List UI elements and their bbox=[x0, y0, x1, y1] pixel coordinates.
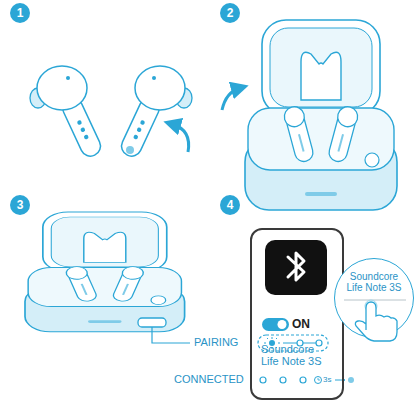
duration-label: 3s bbox=[323, 375, 331, 385]
list-divider bbox=[344, 300, 406, 301]
pairing-button bbox=[138, 318, 166, 327]
toggle-state: ON bbox=[292, 318, 322, 331]
callout-number: 1 bbox=[10, 3, 30, 23]
charging-case bbox=[25, 212, 185, 332]
status-label: CONNECTED bbox=[174, 373, 244, 386]
leader-line bbox=[152, 327, 190, 343]
insert-arrow bbox=[172, 124, 189, 152]
earbud-right bbox=[118, 66, 192, 159]
charging-case bbox=[245, 20, 397, 210]
device-name: Soundcore Life Note 3S bbox=[261, 343, 333, 367]
place-arrow bbox=[222, 88, 240, 110]
earbud-left bbox=[30, 66, 104, 159]
magnifier-circle: Soundcore Life Note 3S bbox=[334, 258, 414, 338]
toggle-switch bbox=[262, 318, 289, 331]
callout-number: 3 bbox=[10, 195, 30, 215]
pointing-hand bbox=[355, 302, 397, 341]
connected-indicator bbox=[260, 377, 354, 384]
callout-number: 2 bbox=[220, 3, 240, 23]
phone-screen: ON Soundcore Life Note 3S bbox=[250, 228, 344, 400]
tap-ripple bbox=[365, 300, 377, 312]
device-name: Soundcore Life Note 3S bbox=[343, 271, 405, 293]
callout-number: 4 bbox=[220, 195, 240, 215]
status-label: PAIRING bbox=[194, 336, 238, 349]
bluetooth-icon bbox=[265, 240, 327, 295]
bluetooth-symbol bbox=[288, 253, 304, 280]
